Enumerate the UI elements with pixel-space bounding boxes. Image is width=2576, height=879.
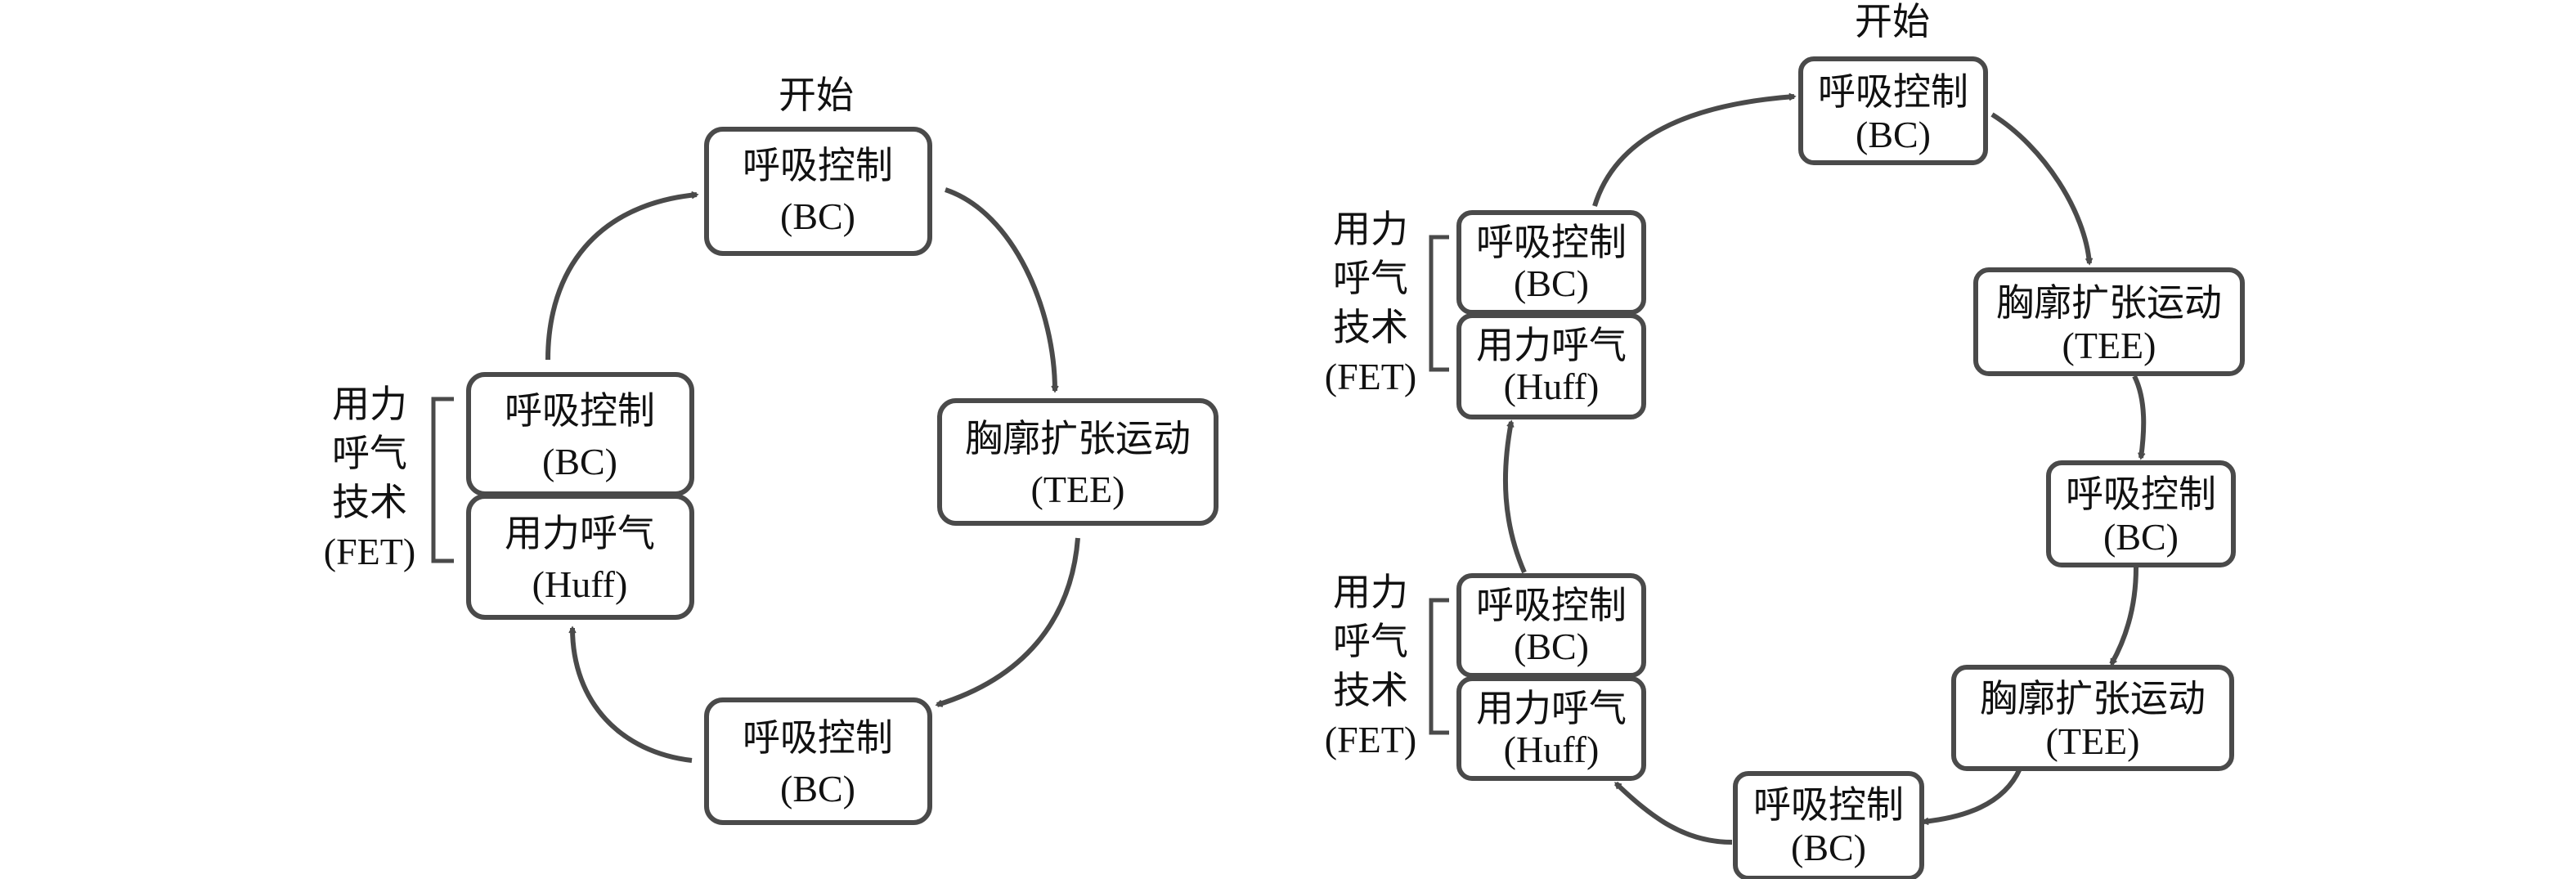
- fet-group-label-upper: 用力 呼气 技术 (FET): [1325, 209, 1449, 397]
- arrow-fet-to-bc: [545, 191, 699, 361]
- node-tee-1: 胸廓扩张运动 (TEE): [1973, 267, 2245, 376]
- fet-label-line: 技术: [1333, 670, 1408, 711]
- node-fet1-bc: 呼吸控制 (BC): [1456, 210, 1646, 315]
- node-fet2-huff: 用力呼气 (Huff): [1456, 676, 1646, 781]
- fet-label-line: (FET): [1325, 356, 1416, 397]
- node-abbr: (TEE): [2046, 720, 2140, 762]
- node-title: 胸廓扩张运动: [965, 418, 1191, 460]
- fet-label-line: 呼气: [332, 433, 407, 474]
- start-label: 开始: [779, 74, 854, 116]
- node-title: 用力呼气: [1476, 325, 1627, 366]
- fet-label-line: 呼气: [1333, 621, 1408, 662]
- right-cycle-diagram: 开始 呼吸控制 (BC) 胸廓扩张运动 (TEE) 呼吸控制 (BC) 胸廓扩张…: [1325, 1, 2245, 879]
- fet-label-line: 用力: [1333, 572, 1408, 613]
- fet-label-line: (FET): [324, 531, 415, 572]
- arrow-bc-to-tee1: [1990, 112, 2094, 266]
- node-abbr: (BC): [2103, 516, 2179, 558]
- node-abbr: (Huff): [1504, 729, 1600, 770]
- node-bc-top: 呼吸控制 (BC): [1798, 56, 1988, 165]
- arrow-tee-to-bc: [935, 537, 1080, 707]
- fet-group-label-lower: 用力 呼气 技术 (FET): [1325, 572, 1449, 760]
- fet-label-line: (FET): [1325, 719, 1416, 760]
- fet-bracket: [431, 397, 454, 563]
- node-abbr: (Huff): [1504, 366, 1600, 407]
- node-abbr: (BC): [542, 441, 617, 482]
- node-fet-bc: 呼吸控制 (BC): [466, 372, 694, 496]
- node-title: 用力呼气: [1476, 688, 1627, 729]
- node-abbr: (BC): [1856, 114, 1931, 155]
- node-abbr: (BC): [1514, 626, 1589, 667]
- node-abbr: (TEE): [1031, 469, 1125, 510]
- fet-bracket: [1429, 235, 1449, 372]
- node-abbr: (TEE): [2062, 325, 2156, 366]
- node-fet1-huff: 用力呼气 (Huff): [1456, 313, 1646, 419]
- node-abbr: (BC): [1791, 827, 1866, 868]
- node-title: 呼吸控制: [743, 145, 893, 186]
- node-title: 呼吸控制: [1476, 222, 1627, 263]
- node-bc-bottom: 呼吸控制 (BC): [1733, 771, 1924, 879]
- node-title: 胸廓扩张运动: [1980, 678, 2206, 720]
- arrow-bc-to-huff2: [1613, 781, 1733, 845]
- start-label: 开始: [1855, 1, 1930, 43]
- fet-label-line: 用力: [1333, 209, 1408, 250]
- node-abbr: (BC): [780, 195, 855, 237]
- arrow-tee2-to-bc: [1921, 767, 2022, 826]
- node-title: 呼吸控制: [505, 390, 655, 432]
- node-title: 呼吸控制: [743, 717, 893, 759]
- fet-bracket: [1429, 598, 1449, 735]
- node-bc-bottom: 呼吸控制 (BC): [704, 697, 932, 825]
- node-tee: 胸廓扩张运动 (TEE): [937, 398, 1218, 526]
- node-huff: 用力呼气 (Huff): [466, 494, 694, 620]
- node-title: 用力呼气: [505, 513, 655, 554]
- node-abbr: (Huff): [532, 563, 628, 605]
- fet-label-line: 技术: [1333, 307, 1408, 348]
- fet-label-line: 用力: [332, 383, 407, 425]
- arrow-bc-to-tee: [945, 187, 1059, 393]
- node-title: 呼吸控制: [1476, 585, 1627, 626]
- arrow-fet2-to-fet1: [1502, 419, 1527, 574]
- node-title: 呼吸控制: [2066, 473, 2216, 515]
- node-abbr: (BC): [780, 768, 855, 809]
- node-bc-2: 呼吸控制 (BC): [2046, 460, 2236, 567]
- node-title: 呼吸控制: [1818, 71, 1968, 113]
- node-tee-2: 胸廓扩张运动 (TEE): [1951, 665, 2234, 771]
- node-abbr: (BC): [1514, 262, 1589, 304]
- arrow-bc-to-huff: [568, 626, 693, 763]
- fet-label-line: 技术: [332, 482, 407, 523]
- left-cycle-diagram: 开始 呼吸控制 (BC) 胸廓扩张运动 (TEE) 呼吸控制 (BC) 呼吸控制…: [324, 74, 1218, 825]
- arrow-bc2-to-tee2: [2109, 567, 2138, 666]
- node-title: 呼吸控制: [1753, 784, 1904, 826]
- fet-label-line: 呼气: [1333, 258, 1408, 299]
- arrow-tee1-to-bc2: [2132, 374, 2147, 460]
- arrow-fet1-to-bc: [1592, 92, 1797, 207]
- fet-group-label: 用力 呼气 技术 (FET): [324, 383, 454, 572]
- node-bc-top: 呼吸控制 (BC): [704, 127, 932, 256]
- node-fet2-bc: 呼吸控制 (BC): [1456, 573, 1646, 678]
- node-title: 胸廓扩张运动: [1996, 282, 2222, 324]
